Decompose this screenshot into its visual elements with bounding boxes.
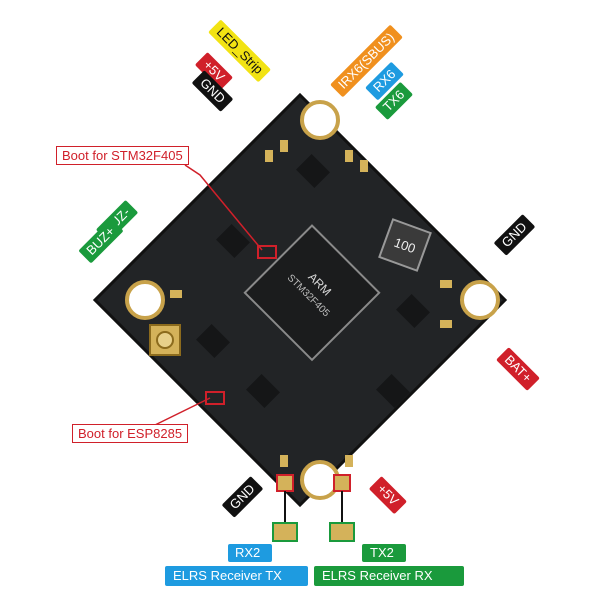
tag-elrs-receiver-tx: ELRS Receiver TX	[173, 568, 282, 583]
mcu-chip: ARM STM32F405	[243, 224, 381, 362]
tag-elrs-receiver-rx: ELRS Receiver RX	[322, 568, 433, 583]
boot-stm32-pad	[257, 245, 277, 259]
inductor-value: 100	[392, 235, 418, 257]
boot-esp-pad	[205, 391, 225, 405]
label-boot-esp: Boot for ESP8285	[72, 424, 189, 443]
receiver-pads	[272, 474, 355, 542]
tag-tx2: TX2	[370, 545, 394, 560]
inductor: 100	[378, 218, 432, 272]
label-boot-stm32: Boot for STM32F405	[56, 146, 189, 165]
pcb-board: ARM STM32F405 100	[92, 92, 508, 508]
antenna-connector	[149, 324, 181, 356]
tag-rx2: RX2	[235, 545, 261, 560]
